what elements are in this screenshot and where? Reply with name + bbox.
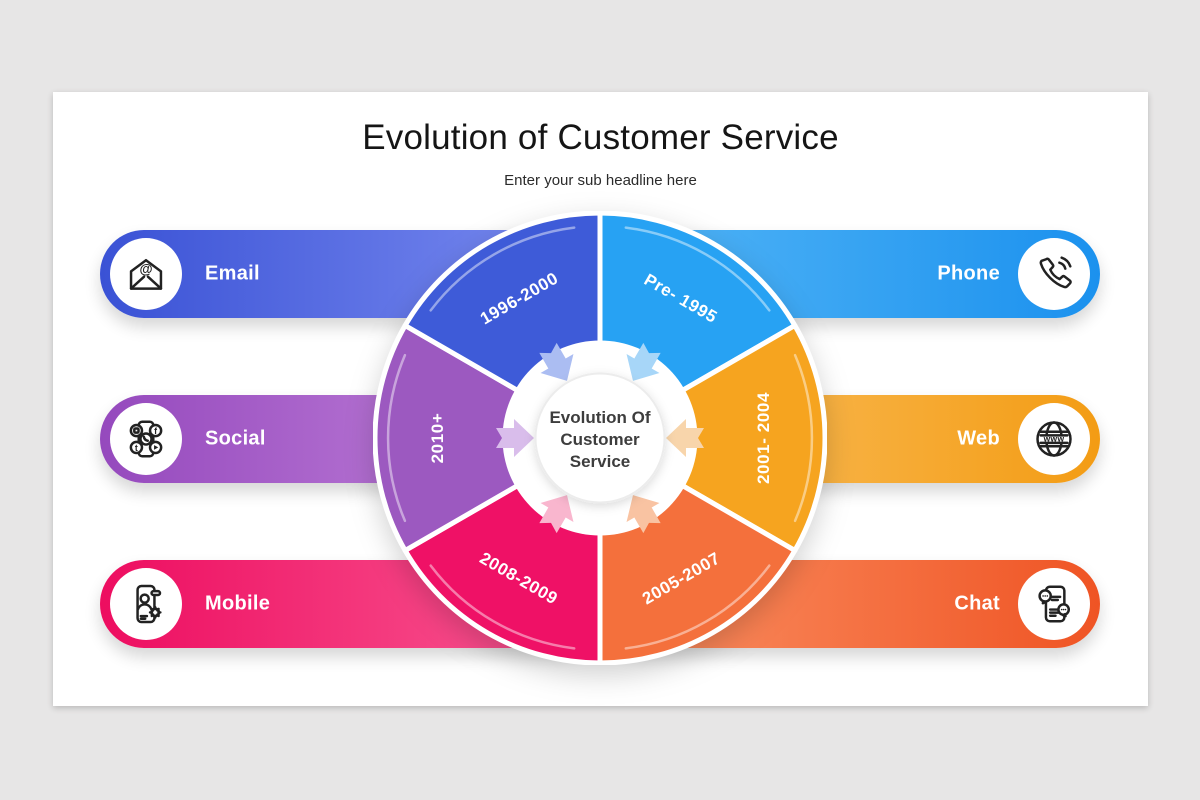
channel-label: Phone (937, 262, 1000, 285)
segment-label: 2010+ (428, 413, 447, 464)
web-globe-icon: www (1036, 421, 1072, 457)
inward-arrow-right (666, 419, 704, 457)
segment-highlight-arcs (386, 226, 814, 650)
icon-circle (1018, 568, 1090, 640)
chat-bubbles-icon (1038, 585, 1071, 623)
channel-label: Mobile (205, 592, 271, 615)
slide-title: Evolution of Customer Service (362, 118, 839, 157)
icon-circle: www (1018, 403, 1090, 475)
inward-arrow-top-left (539, 342, 574, 381)
channel-label: Chat (954, 592, 1000, 615)
email-envelope-icon: @ (129, 258, 163, 290)
social-apps-icon: f t (129, 420, 163, 458)
segment-label: 2001- 2004 (754, 392, 773, 484)
inward-arrow-left (496, 419, 534, 457)
channel-label: Social (205, 427, 266, 450)
svg-text:www: www (1043, 434, 1065, 444)
inward-arrow-bottom-left (539, 495, 574, 534)
wheel-segment (597, 323, 827, 553)
slide-subtitle: Enter your sub headline here (504, 172, 697, 189)
hub-title-line: Service (570, 452, 631, 471)
phone-handset-icon (1039, 256, 1072, 289)
inward-arrows (496, 342, 704, 534)
icon-circle: @ (110, 238, 182, 310)
icon-circle (1018, 238, 1090, 310)
icon-circle (110, 568, 182, 640)
svg-text:t: t (135, 443, 138, 453)
hub-circle (534, 372, 666, 504)
slide-card: Evolution of Customer Service Enter your… (53, 92, 1148, 706)
icon-circle: f t (110, 403, 182, 475)
svg-text:f: f (154, 426, 157, 436)
inward-arrow-bottom-right (626, 495, 661, 534)
channel-label: Web (957, 427, 1000, 450)
inward-arrow-top-right (626, 342, 661, 381)
mobile-user-icon (136, 584, 162, 624)
svg-text:@: @ (139, 262, 152, 277)
hub-title-line: Evolution Of (549, 408, 650, 427)
wheel-segment (373, 323, 603, 553)
evolution-wheel: Pre- 1995 2001- 2004 2005-2007 2008-2009… (373, 211, 827, 665)
channel-label: Email (205, 262, 260, 285)
hub-title-line: Customer (560, 430, 640, 449)
